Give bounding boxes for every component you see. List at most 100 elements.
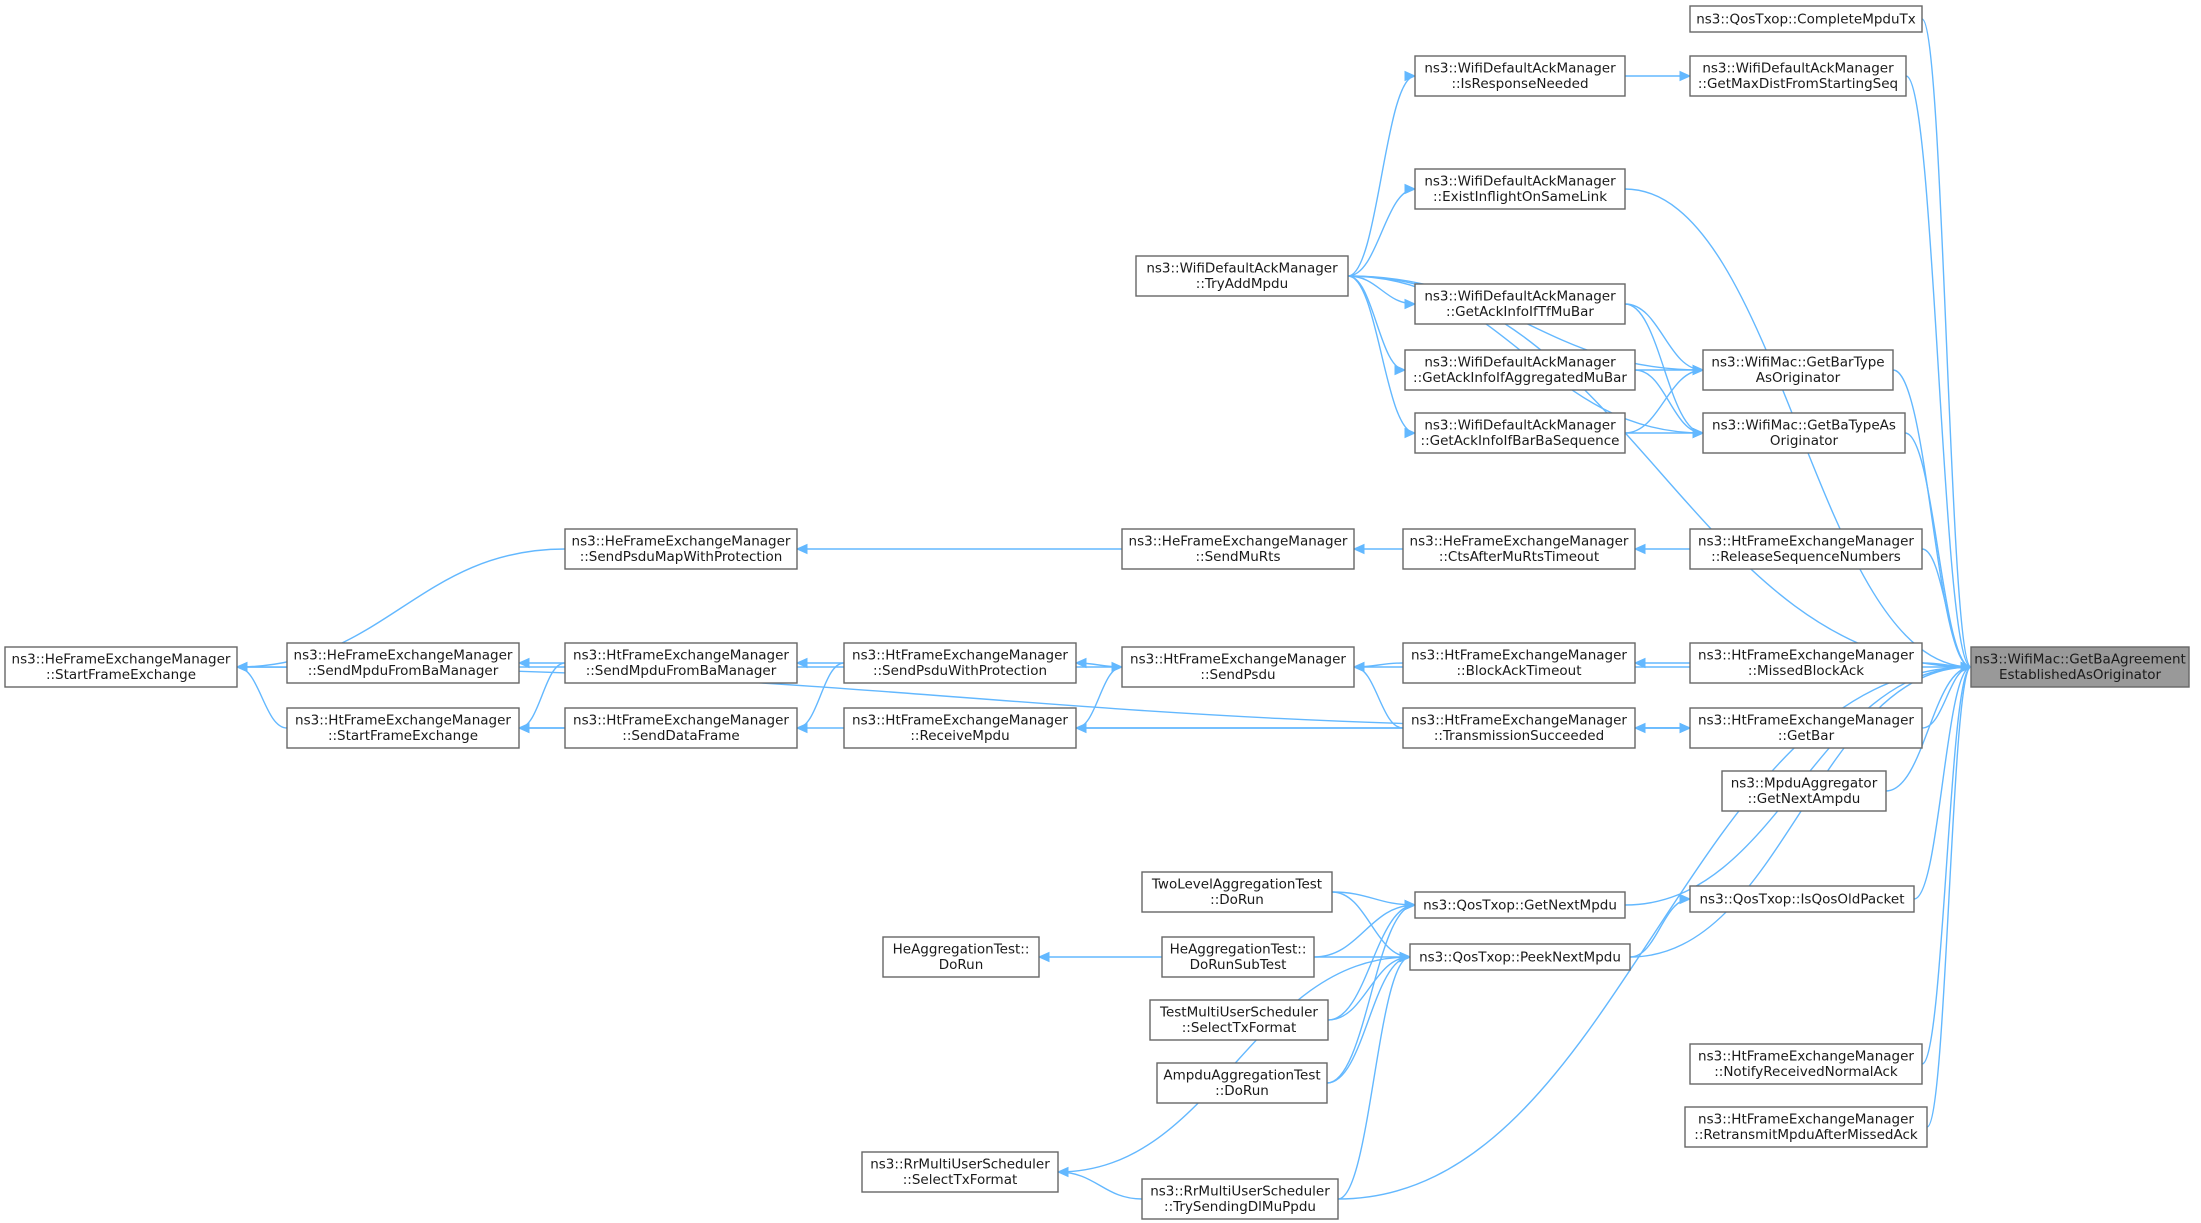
- edge-line: [796, 662, 845, 729]
- node-label: ns3::WifiMac::GetBaAgreement: [1974, 652, 2186, 668]
- edge-arrowhead: [1056, 1166, 1069, 1178]
- node-complete-mpdu-tx[interactable]: ns3::QosTxop::CompleteMpduTx: [1689, 5, 1923, 33]
- node-label: DoRun: [939, 957, 984, 973]
- node-try-add-mpdu[interactable]: ns3::WifiDefaultAckManager::TryAddMpdu: [1135, 255, 1349, 297]
- node-box: [882, 936, 1040, 978]
- edge-line: [1347, 275, 1406, 371]
- node-box: [1402, 642, 1636, 684]
- node-ht-release-seq[interactable]: ns3::HtFrameExchangeManager::ReleaseSequ…: [1689, 528, 1923, 570]
- node-get-ack-if-tf-mu-bar[interactable]: ns3::WifiDefaultAckManager::GetAckInfoIf…: [1414, 283, 1626, 325]
- node-ht-send-data-frame[interactable]: ns3::HtFrameExchangeManager::SendDataFra…: [564, 707, 798, 749]
- edge-3: [1347, 70, 1417, 277]
- node-he-send-mu-rts[interactable]: ns3::HeFrameExchangeManager::SendMuRts: [1121, 528, 1355, 570]
- node-mpdu-agg-get-next[interactable]: ns3::MpduAggregator::GetNextAmpdu: [1721, 770, 1887, 812]
- node-label: ns3::WifiDefaultAckManager: [1146, 261, 1338, 277]
- node-he-send-psdu-map[interactable]: ns3::HeFrameExchangeManager::SendPsduMap…: [564, 528, 798, 570]
- node-qos-get-next-mpdu[interactable]: ns3::QosTxop::GetNextMpdu: [1414, 891, 1626, 919]
- node-label: ::SendMuRts: [1195, 549, 1280, 565]
- node-box: [1689, 1043, 1923, 1085]
- edge-line: [1347, 188, 1416, 277]
- node-label: ns3::HeFrameExchangeManager: [1410, 534, 1629, 550]
- node-label: ::TryAddMpdu: [1196, 276, 1288, 292]
- node-he-send-mpdu-from-ba[interactable]: ns3::HeFrameExchangeManager::SendMpduFro…: [286, 642, 520, 684]
- edge-2: [1625, 70, 1692, 82]
- node-rr-try-sending[interactable]: ns3::RrMultiUserScheduler::TrySendingDlM…: [1141, 1178, 1339, 1220]
- node-label: AsOriginator: [1756, 370, 1841, 386]
- node-ht-trans-succeeded[interactable]: ns3::HtFrameExchangeManager::Transmissio…: [1402, 707, 1636, 749]
- edge-9: [1347, 275, 1417, 439]
- node-he-agg-do-run[interactable]: HeAggregationTest::DoRun: [882, 936, 1040, 978]
- edge-line: [1634, 369, 1704, 434]
- node-test-mu-select[interactable]: TestMultiUserScheduler::SelectTxFormat: [1149, 999, 1329, 1041]
- edge-59: [1337, 951, 1412, 1200]
- edge-line: [1353, 666, 1404, 729]
- node-box: [1414, 891, 1626, 919]
- node-ht-block-ack-timeout[interactable]: ns3::HtFrameExchangeManager::BlockAckTim…: [1402, 642, 1636, 684]
- node-label: ::GetAckInfoIfBarBaSequence: [1421, 433, 1620, 449]
- node-box: [1689, 528, 1923, 570]
- node-ht-missed-block-ack[interactable]: ns3::HtFrameExchangeManager::MissedBlock…: [1689, 642, 1923, 684]
- edge-arrowhead: [1352, 661, 1365, 673]
- node-label: ::SendPsdu: [1200, 667, 1275, 683]
- edge-22: [1633, 543, 1690, 555]
- node-ht-send-mpdu-from-ba[interactable]: ns3::HtFrameExchangeManager::SendMpduFro…: [564, 642, 798, 684]
- node-label: ::GetBar: [1778, 728, 1835, 744]
- edge-27: [795, 657, 844, 669]
- edge-arrowhead: [1960, 661, 1973, 673]
- edge-arrowhead: [795, 543, 808, 555]
- edge-line: [1624, 303, 1704, 434]
- edge-line: [1331, 891, 1416, 906]
- node-get-max-dist[interactable]: ns3::WifiDefaultAckManager::GetMaxDistFr…: [1689, 55, 1907, 97]
- node-box: [1149, 999, 1329, 1041]
- edge-line: [1629, 898, 1691, 958]
- edge-line: [1075, 666, 1123, 729]
- node-exist-inflight[interactable]: ns3::WifiDefaultAckManager::ExistInfligh…: [1414, 168, 1626, 210]
- node-ht-send-psdu[interactable]: ns3::HtFrameExchangeManager::SendPsdu: [1121, 646, 1355, 688]
- node-box: [1402, 707, 1636, 749]
- node-label: ns3::HtFrameExchangeManager: [1698, 1112, 1914, 1128]
- node-ht-start-frame-ex[interactable]: ns3::HtFrameExchangeManager::StartFrameE…: [286, 707, 520, 749]
- node-label: ::GetAckInfoIfTfMuBar: [1446, 304, 1594, 320]
- node-he-agg-do-run-sub[interactable]: HeAggregationTest::DoRunSubTest: [1161, 936, 1315, 978]
- node-ampdu-do-run[interactable]: AmpduAggregationTest::DoRun: [1156, 1062, 1328, 1104]
- node-get-ack-if-agg-mu-bar[interactable]: ns3::WifiDefaultAckManager::GetAckInfoIf…: [1404, 349, 1636, 391]
- edge-arrowhead: [795, 657, 808, 669]
- node-label: ns3::QosTxop::IsQosOldPacket: [1700, 891, 1905, 907]
- node-ht-retransmit[interactable]: ns3::HtFrameExchangeManager::RetransmitM…: [1684, 1106, 1928, 1148]
- node-label: EstablishedAsOriginator: [1999, 667, 2162, 683]
- edge-arrowhead: [1074, 657, 1087, 669]
- node-label: ns3::QosTxop::GetNextMpdu: [1423, 897, 1617, 913]
- edge-line: [1347, 275, 1416, 434]
- node-label: TestMultiUserScheduler: [1159, 1005, 1318, 1021]
- node-box: [1404, 349, 1636, 391]
- edge-33: [517, 662, 566, 734]
- node-ht-send-psdu-with-prot[interactable]: ns3::HtFrameExchangeManager::SendPsduWit…: [843, 642, 1077, 684]
- node-box: [1689, 707, 1923, 749]
- node-he-start-frame-ex[interactable]: ns3::HeFrameExchangeManager::StartFrameE…: [4, 646, 238, 688]
- node-root[interactable]: ns3::WifiMac::GetBaAgreementEstablishedA…: [1970, 646, 2190, 688]
- node-rr-select-tx[interactable]: ns3::RrMultiUserScheduler::SelectTxForma…: [861, 1151, 1059, 1193]
- node-he-cts-after-mu-rts[interactable]: ns3::HeFrameExchangeManager::CtsAfterMuR…: [1402, 528, 1636, 570]
- node-two-level-do-run[interactable]: TwoLevelAggregationTest::DoRun: [1141, 871, 1333, 913]
- node-label: ns3::QosTxop::CompleteMpduTx: [1696, 11, 1916, 27]
- node-box: [1702, 349, 1894, 391]
- edge-arrowhead: [1679, 70, 1692, 82]
- node-label: HeAggregationTest::: [1170, 942, 1307, 958]
- node-ht-get-bar[interactable]: ns3::HtFrameExchangeManager::GetBar: [1689, 707, 1923, 749]
- node-ht-receive-mpdu[interactable]: ns3::HtFrameExchangeManager::ReceiveMpdu: [843, 707, 1077, 749]
- node-label: ns3::WifiDefaultAckManager: [1702, 61, 1894, 77]
- node-ht-notify-normal-ack[interactable]: ns3::HtFrameExchangeManager::NotifyRecei…: [1689, 1043, 1923, 1085]
- node-label: ::IsResponseNeeded: [1451, 76, 1588, 92]
- node-label: ::DoRun: [1215, 1083, 1269, 1099]
- node-qos-peek-next-mpdu[interactable]: ns3::QosTxop::PeekNextMpdu: [1409, 943, 1631, 971]
- edge-46: [1629, 893, 1692, 958]
- node-qos-is-old-packet[interactable]: ns3::QosTxop::IsQosOldPacket: [1689, 885, 1915, 913]
- edge-line: [1326, 904, 1416, 1084]
- node-get-ack-if-bar-ba-seq[interactable]: ns3::WifiDefaultAckManager::GetAckInfoIf…: [1414, 412, 1626, 454]
- edge-arrowhead: [1111, 661, 1124, 673]
- node-is-response-needed[interactable]: ns3::WifiDefaultAckManager::IsResponseNe…: [1414, 55, 1626, 97]
- edge-line: [1313, 904, 1416, 958]
- edge-line: [1885, 666, 1972, 792]
